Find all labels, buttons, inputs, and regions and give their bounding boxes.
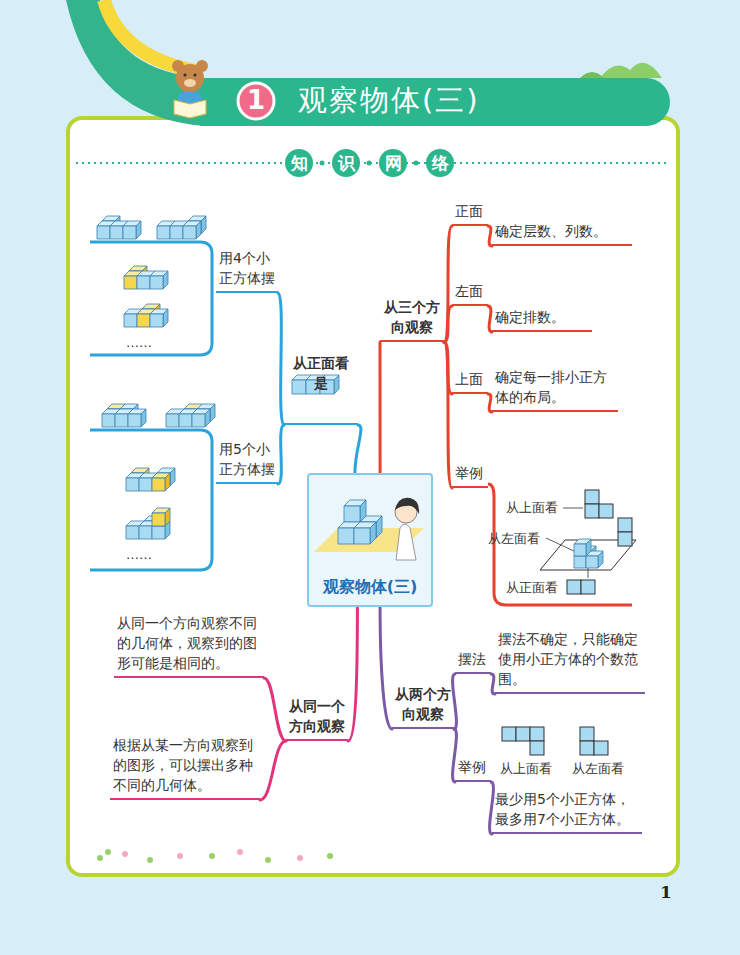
node-text: 举例 (458, 757, 488, 777)
branch-node: 左面 (452, 280, 488, 306)
branch-line (444, 342, 452, 488)
branch-line (264, 678, 286, 741)
branch-node: 确定排数。 (492, 306, 592, 332)
figure-label: 从左面看 (488, 530, 540, 547)
node-text: 用5个小正方体摆 (219, 439, 275, 479)
branch-node: 举例 (452, 462, 488, 488)
branch-node: 摆法 (455, 648, 491, 674)
figure-label: 从正面看 (506, 579, 558, 596)
node-text: 用4个小正方体摆 (219, 248, 275, 288)
node-text: 从三个方向观察 (383, 297, 441, 337)
node-text: 从正面看是 (287, 353, 355, 393)
node-text: 确定排数。 (495, 307, 589, 327)
branch-node: 正面 (452, 200, 488, 226)
heading-char: 络 (426, 152, 454, 174)
heading-char: 网 (379, 152, 407, 174)
branch-line (379, 342, 382, 473)
branch-line (278, 425, 284, 484)
figure-label: 从上面看 (500, 760, 552, 777)
node-text: 左面 (455, 281, 485, 301)
node-text: 最少用5个小正方体， (495, 789, 639, 809)
branch-node: 确定层数、列数。 (492, 220, 632, 246)
heading-char: 识 (332, 152, 360, 174)
figure-label: …… (126, 334, 152, 351)
node-text: 摆法 (458, 649, 488, 669)
node-text: 确定层数、列数。 (495, 221, 629, 241)
branch-node: 上面 (452, 368, 488, 394)
node-text: 从同一个方向观察 (289, 696, 345, 736)
page-title: 观察物体(三) (298, 80, 480, 120)
node-text: 上面 (455, 369, 485, 389)
branch-line (355, 425, 361, 473)
branch-node: 确定每一排小正方体的布局。 (492, 366, 618, 412)
center-node: 观察物体(三) (307, 473, 433, 607)
figure-label: …… (126, 546, 152, 563)
node-text: 观察物体(三) (323, 577, 418, 597)
node-text: 根据从某一方向观察到的图形，可以摆出多种不同的几何体。 (113, 735, 257, 795)
figure-label: 从上面看 (506, 499, 558, 516)
node-text: 确定每一排小正方体的布局。 (495, 367, 615, 407)
page-number: 1 (660, 884, 672, 901)
branch-line (444, 306, 452, 342)
node-text: 从同一个方向观察不同的几何体，观察到的图形可能是相同的。 (117, 613, 261, 673)
branch-node: 从同一个方向观察不同的几何体，观察到的图形可能是相同的。 (114, 612, 264, 678)
branch-line (260, 741, 286, 800)
branch-node: 举例 (455, 756, 491, 782)
heading-char: 知 (285, 152, 313, 174)
node-text: 举例 (455, 463, 485, 483)
node-text: 最多用7个小正方体。 (495, 809, 639, 829)
branch-line (380, 607, 392, 729)
node-text: 正面 (455, 201, 485, 221)
branch-node: 用4个小正方体摆 (216, 247, 278, 293)
figure-label: 从左面看 (572, 760, 624, 777)
branch-node: 摆法不确定，只能确定使用小正方体的个数范围。 (495, 628, 645, 694)
branch-node: 从同一个方向观察 (286, 695, 348, 741)
branch-node: 从正面看是 (284, 352, 358, 425)
branch-node: 根据从某一方向观察到的图形，可以摆出多种不同的几何体。 (110, 734, 260, 800)
branch-line (348, 607, 357, 741)
branch-node: 用5个小正方体摆 (216, 438, 278, 484)
branch-line (444, 226, 452, 342)
node-text: 从两个方向观察 (395, 684, 451, 724)
node-text: 摆法不确定，只能确定使用小正方体的个数范围。 (498, 629, 642, 689)
branch-node: 最少用5个小正方体，最多用7个小正方体。 (492, 788, 642, 834)
branch-node: 从两个方向观察 (392, 683, 454, 729)
branch-node: 从三个方向观察 (380, 296, 444, 342)
callout-number: 1 (246, 84, 266, 116)
